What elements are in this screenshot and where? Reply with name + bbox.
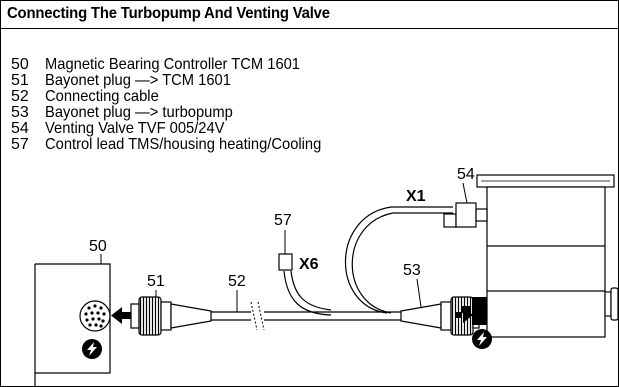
- arrow-right-icon: [456, 307, 473, 323]
- venting-valve-cable: [344, 206, 453, 314]
- arrow-right-icon: [462, 306, 471, 313]
- connecting-cable-52: [211, 290, 401, 331]
- label-x1: X1: [406, 188, 426, 205]
- bayonet-plug-51: [130, 290, 212, 336]
- label-x6: X6: [299, 256, 319, 273]
- control-lead-57: [278, 230, 332, 316]
- legend-text: Venting Valve TVF 005/24V: [45, 120, 225, 137]
- legend-text: Bayonet plug —> TCM 1601: [45, 72, 231, 89]
- legend-list: 50 Magnetic Bearing Controller TCM 1601 …: [11, 57, 345, 153]
- legend-number: 52: [11, 88, 29, 105]
- controller-socket: [79, 300, 111, 332]
- legend-text: Control lead TMS/housing heating/Cooling: [45, 136, 322, 153]
- legend-number: 53: [11, 104, 29, 121]
- callout-57: 57: [274, 212, 292, 229]
- callout-51: 51: [147, 273, 165, 290]
- legend-number: 51: [11, 72, 29, 89]
- callout-52: 52: [228, 273, 246, 290]
- legend-item: 52 Connecting cable: [11, 89, 345, 105]
- venting-valve-54: [443, 182, 488, 228]
- legend-item: 53 Bayonet plug —> turbopump: [11, 105, 345, 121]
- callout-50: 50: [89, 238, 107, 255]
- legend-number: 57: [11, 136, 29, 153]
- legend-item: 54 Venting Valve TVF 005/24V: [11, 121, 345, 137]
- legend-item: 50 Magnetic Bearing Controller TCM 1601: [11, 57, 345, 73]
- title-bar: Connecting The Turbopump And Venting Val…: [1, 1, 618, 29]
- legend-text: Bayonet plug —> turbopump: [45, 104, 233, 121]
- legend-text: Magnetic Bearing Controller TCM 1601: [45, 56, 300, 73]
- legend-number: 54: [11, 120, 29, 137]
- callout-54: 54: [457, 166, 475, 183]
- lightning-bolt-icon: [82, 339, 102, 359]
- legend-number: 50: [11, 56, 29, 73]
- legend-item: 51 Bayonet plug —> TCM 1601: [11, 73, 345, 89]
- arrow-left-icon: [111, 307, 133, 324]
- lightning-bolt-icon: [472, 329, 492, 349]
- page-title: Connecting The Turbopump And Venting Val…: [7, 5, 330, 22]
- legend-text: Connecting cable: [45, 88, 159, 105]
- legend-item: 57 Control lead TMS/housing heating/Cool…: [11, 137, 345, 153]
- turbopump: [472, 174, 618, 338]
- callout-53: 53: [403, 262, 421, 279]
